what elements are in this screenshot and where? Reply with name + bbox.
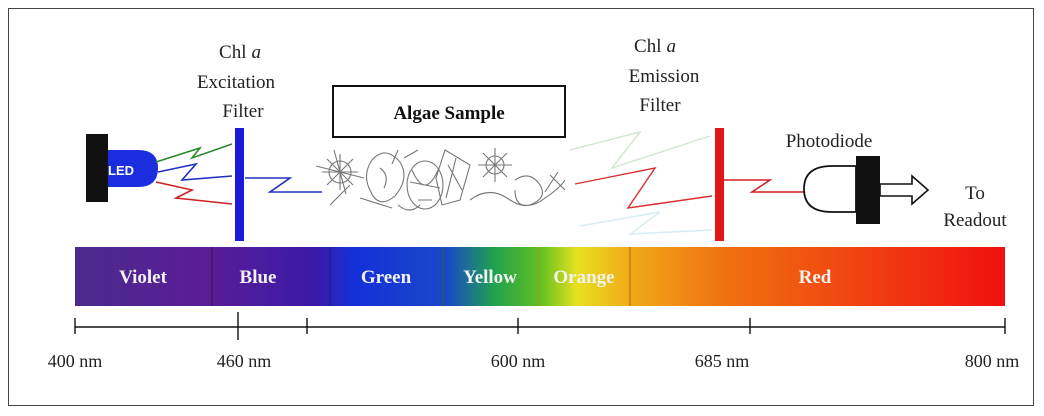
red-ray — [155, 181, 233, 205]
faint-green-ray — [569, 130, 711, 170]
photodiode-dome — [803, 165, 857, 213]
led-base — [86, 134, 108, 202]
excitation-filter-line3: Filter — [222, 101, 264, 122]
filtered-blue-ray — [245, 177, 322, 193]
tick-label-400: 400 nm — [48, 351, 103, 371]
emission-filter-bar — [715, 128, 724, 241]
green-ray — [155, 143, 233, 163]
excitation-filter-line2: Excitation — [197, 72, 276, 93]
emission-filter-line2: Emission — [629, 66, 700, 87]
band-violet: Violet — [119, 267, 168, 288]
led-dome — [108, 150, 158, 187]
tick-label-600: 600 nm — [491, 351, 546, 371]
tick-label-800: 800 nm — [965, 351, 1020, 371]
readout-line1: To — [965, 183, 985, 204]
readout-line2: Readout — [943, 210, 1007, 231]
spectrum-bar: Violet Blue Green Yellow Orange Red — [75, 247, 1005, 306]
emitted-light-rays — [569, 130, 713, 235]
photodiode-label: Photodiode — [786, 131, 873, 152]
excitation-filter-bar — [235, 128, 244, 241]
spectrum-gradient — [75, 247, 1005, 306]
band-green: Green — [361, 267, 412, 288]
led-light-rays — [155, 143, 233, 205]
filtered-red-ray — [724, 179, 806, 193]
blue-ray — [157, 162, 233, 181]
photodiode: Photodiode — [786, 131, 930, 224]
led-label: LED — [108, 163, 134, 178]
algae-sample-label: Algae Sample — [393, 103, 504, 124]
band-blue: Blue — [240, 267, 277, 288]
band-orange: Orange — [553, 267, 614, 288]
wavelength-axis — [74, 312, 1006, 340]
red-emission-ray — [574, 166, 713, 209]
readout-arrow-icon — [879, 174, 930, 206]
faint-blue-ray — [579, 211, 713, 235]
diagram-frame — [8, 8, 1034, 406]
algae-sample-box: Algae Sample — [332, 85, 566, 138]
photodiode-base — [856, 156, 880, 224]
band-yellow: Yellow — [463, 267, 517, 288]
tick-label-460: 460 nm — [217, 351, 272, 371]
algae-cells-illustration — [315, 148, 566, 211]
algae-sample-border — [332, 85, 566, 138]
tick-label-685: 685 nm — [695, 351, 750, 371]
band-red: Red — [799, 267, 832, 288]
emission-filter-line3: Filter — [639, 95, 681, 116]
led: LED — [86, 134, 158, 202]
